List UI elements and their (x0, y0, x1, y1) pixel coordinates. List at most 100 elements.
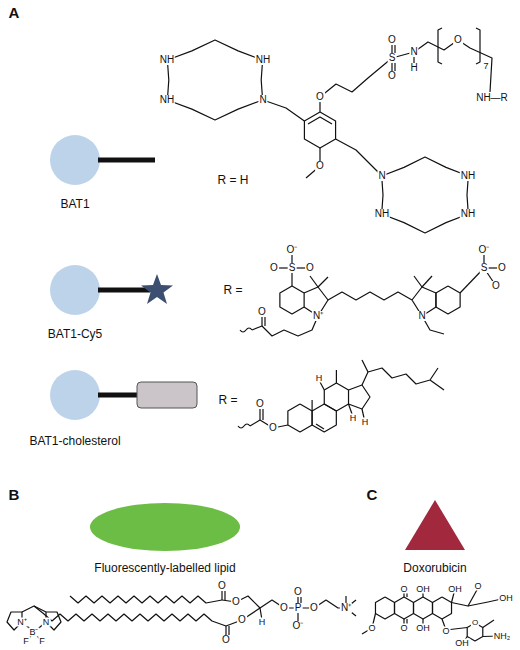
label-holder: OH (498, 594, 514, 603)
label-holder: O (491, 281, 501, 291)
atom-label: OH (415, 624, 431, 633)
bond (362, 360, 368, 372)
bond (310, 276, 318, 287)
atom-label: O (471, 619, 479, 627)
panel-letter: B (8, 487, 21, 502)
label-holder: O (367, 624, 376, 633)
doxorubicin-triangle (405, 500, 465, 550)
bond (430, 380, 444, 390)
atom-label: NH (374, 209, 390, 219)
bond (394, 597, 413, 619)
label-holder: O (217, 581, 227, 591)
atom-label: N (258, 95, 267, 105)
bond (34, 606, 226, 626)
atom-label: O (315, 161, 325, 171)
atom-label: O (257, 307, 267, 317)
bat1-circle (50, 135, 100, 185)
bond (320, 382, 324, 390)
atom-label: B⁻ (28, 628, 39, 637)
label-holder: NH (460, 209, 476, 219)
label-holder: N (377, 171, 386, 181)
bond (336, 139, 382, 176)
bond (222, 596, 284, 608)
bond (375, 597, 394, 619)
repeat-count: 7 (482, 62, 489, 71)
label-holder: NH (255, 55, 271, 65)
bond (362, 368, 438, 385)
label-holder: B (8, 487, 21, 502)
atom-label: NH (159, 95, 175, 105)
atom-label: O (309, 603, 319, 613)
substituent-label: R = (222, 284, 243, 296)
bond (382, 157, 469, 233)
label-holder: O (473, 582, 482, 591)
bond (308, 117, 332, 124)
label-holder: F (38, 637, 46, 646)
atom-label: NH₂ (493, 632, 512, 641)
compound-name: BAT1 (59, 198, 90, 210)
atom-label: O (221, 635, 231, 645)
atom-label: N (377, 171, 386, 181)
bond (250, 420, 260, 426)
label-holder: BAT1 (59, 198, 90, 210)
bat1-circle (50, 370, 100, 420)
compound-name: Fluorescently-labelled lipid (93, 562, 236, 574)
atom-label: NH (460, 209, 476, 219)
bond (324, 383, 348, 411)
label-holder: NH (159, 95, 175, 105)
label-holder: BAT1-Cy5 (47, 328, 103, 340)
linker-bar (98, 288, 150, 293)
atom-label: O (315, 92, 325, 102)
label-holder: N⁺ (340, 603, 352, 613)
bond (262, 316, 318, 336)
label-holder: N (409, 47, 418, 57)
label-holder: H (361, 418, 370, 427)
label-holder: O (471, 619, 479, 627)
atom-label: O (268, 423, 278, 433)
atom-label: P (294, 603, 303, 613)
label-holder: O (399, 624, 408, 633)
atom-label: O (367, 624, 376, 633)
label-holder: P (294, 603, 303, 613)
label-holder: O (315, 161, 325, 171)
atom-label: NH (255, 55, 271, 65)
atom-label: O (231, 597, 241, 607)
atom-label: N (409, 47, 418, 57)
atom-label: OH (415, 585, 431, 594)
label-holder: O (255, 399, 265, 409)
bond (328, 292, 412, 300)
label-holder: 7 (482, 62, 489, 71)
label-holder: O (231, 597, 241, 607)
atom-label: H (361, 418, 370, 427)
bond (436, 286, 460, 314)
atom-label: S (288, 263, 297, 273)
atom-label: OH (498, 594, 514, 603)
label-holder: N (42, 618, 51, 627)
label-holder: O (221, 635, 231, 645)
label-holder: R = (222, 284, 243, 296)
atom-label: F (38, 637, 46, 646)
atom-label: N⁺ (340, 603, 352, 613)
label-holder: NH₂ (493, 632, 512, 641)
label-holder: Doxorubicin (402, 562, 467, 574)
attachment-wave (238, 424, 250, 428)
label-holder: B⁻ (28, 628, 39, 637)
label-holder: OH (415, 585, 431, 594)
bond (349, 404, 353, 414)
bond (432, 597, 451, 619)
bond (438, 28, 442, 64)
label-holder: O (441, 627, 450, 636)
atom-label: O (279, 603, 289, 613)
label-holder: A (8, 5, 21, 20)
bond (414, 276, 422, 287)
bond (422, 276, 432, 287)
label-holder: O (257, 307, 267, 317)
atom-label: F (22, 637, 30, 646)
atom-label: O (473, 582, 482, 591)
atom-label: O⁻ (478, 245, 491, 255)
bond (413, 597, 432, 619)
linker-bar (98, 158, 155, 163)
label-holder: BAT1-cholesterol (28, 435, 121, 447)
label-holder: N (417, 311, 426, 321)
label-holder: R = H (216, 174, 249, 186)
